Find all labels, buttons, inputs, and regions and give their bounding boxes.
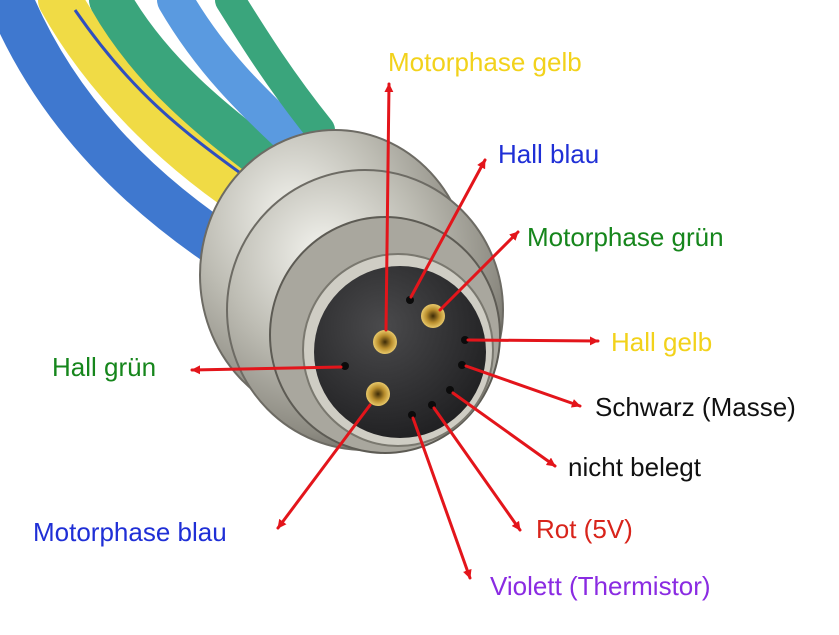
label-motorphase-gelb: Motorphase gelb [388,47,582,77]
arrow-motorphase-gruen [438,230,520,312]
arrow-violett [411,416,472,580]
arrows [190,82,600,580]
connector-face [341,296,469,419]
label-hall-gruen: Hall grün [52,352,157,382]
arrow-hall-blau [409,158,487,299]
arrow-hall-gelb [466,336,600,346]
label-schwarz-masse: Schwarz (Masse) [595,392,796,422]
connector-body [199,129,504,454]
arrow-motorphase-gelb [384,82,394,332]
pin-schwarz [458,361,466,369]
pin-hall-gruen [341,362,349,370]
arrow-schwarz [464,364,582,408]
pin-motorphase-blau [366,382,390,406]
arrow-nicht-belegt [451,391,557,468]
label-hall-blau: Hall blau [498,139,600,169]
pin-motorphase-gelb [373,330,397,354]
label-motorphase-gruen: Motorphase grün [527,222,724,252]
arrow-rot [432,406,522,532]
arrow-hall-gruen [190,365,343,375]
label-nicht-belegt: nicht belegt [568,452,701,482]
label-violett-thermistor: Violett (Thermistor) [490,571,711,601]
label-hall-gelb: Hall gelb [611,327,713,357]
arrow-motorphase-blau [276,403,372,530]
pin-hall-gelb [461,336,469,344]
label-rot-5v: Rot (5V) [536,514,633,544]
label-motorphase-blau: Motorphase blau [33,517,227,547]
